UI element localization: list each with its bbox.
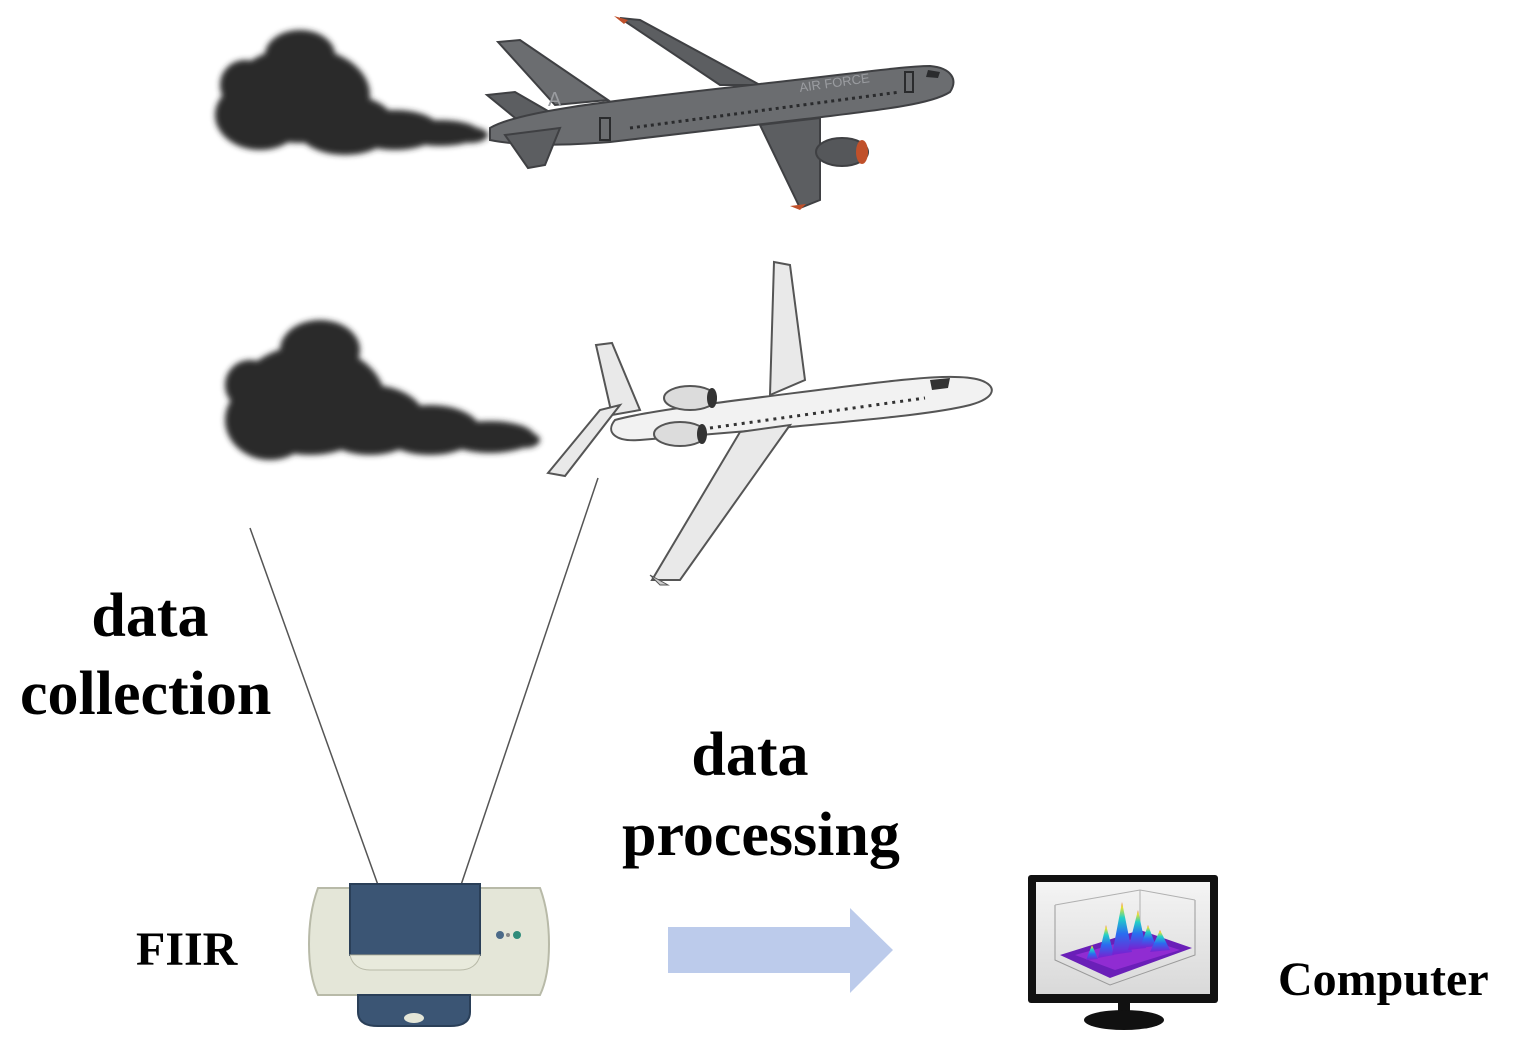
fiir-label: FIIR (136, 923, 238, 976)
data-processing-label-line1: data (691, 721, 809, 789)
fiir-spectrometer-icon (308, 883, 550, 1027)
smoke-plume-1 (215, 30, 488, 155)
military-jet-icon (484, 16, 955, 210)
monitor-with-3d-plot-icon (1028, 875, 1218, 1030)
airliner-icon (546, 260, 993, 586)
beam-line-right (460, 477, 599, 886)
beam-line-left (249, 527, 379, 886)
smoke-plume-2 (225, 320, 540, 460)
plane1-tail-letter: A (548, 89, 562, 111)
right-arrow-icon (668, 908, 893, 993)
data-collection-label-line1: data (91, 582, 209, 650)
data-processing-label-line2: processing (622, 801, 900, 869)
data-collection-label-line2: collection (20, 660, 272, 728)
computer-label: Computer (1278, 953, 1489, 1006)
